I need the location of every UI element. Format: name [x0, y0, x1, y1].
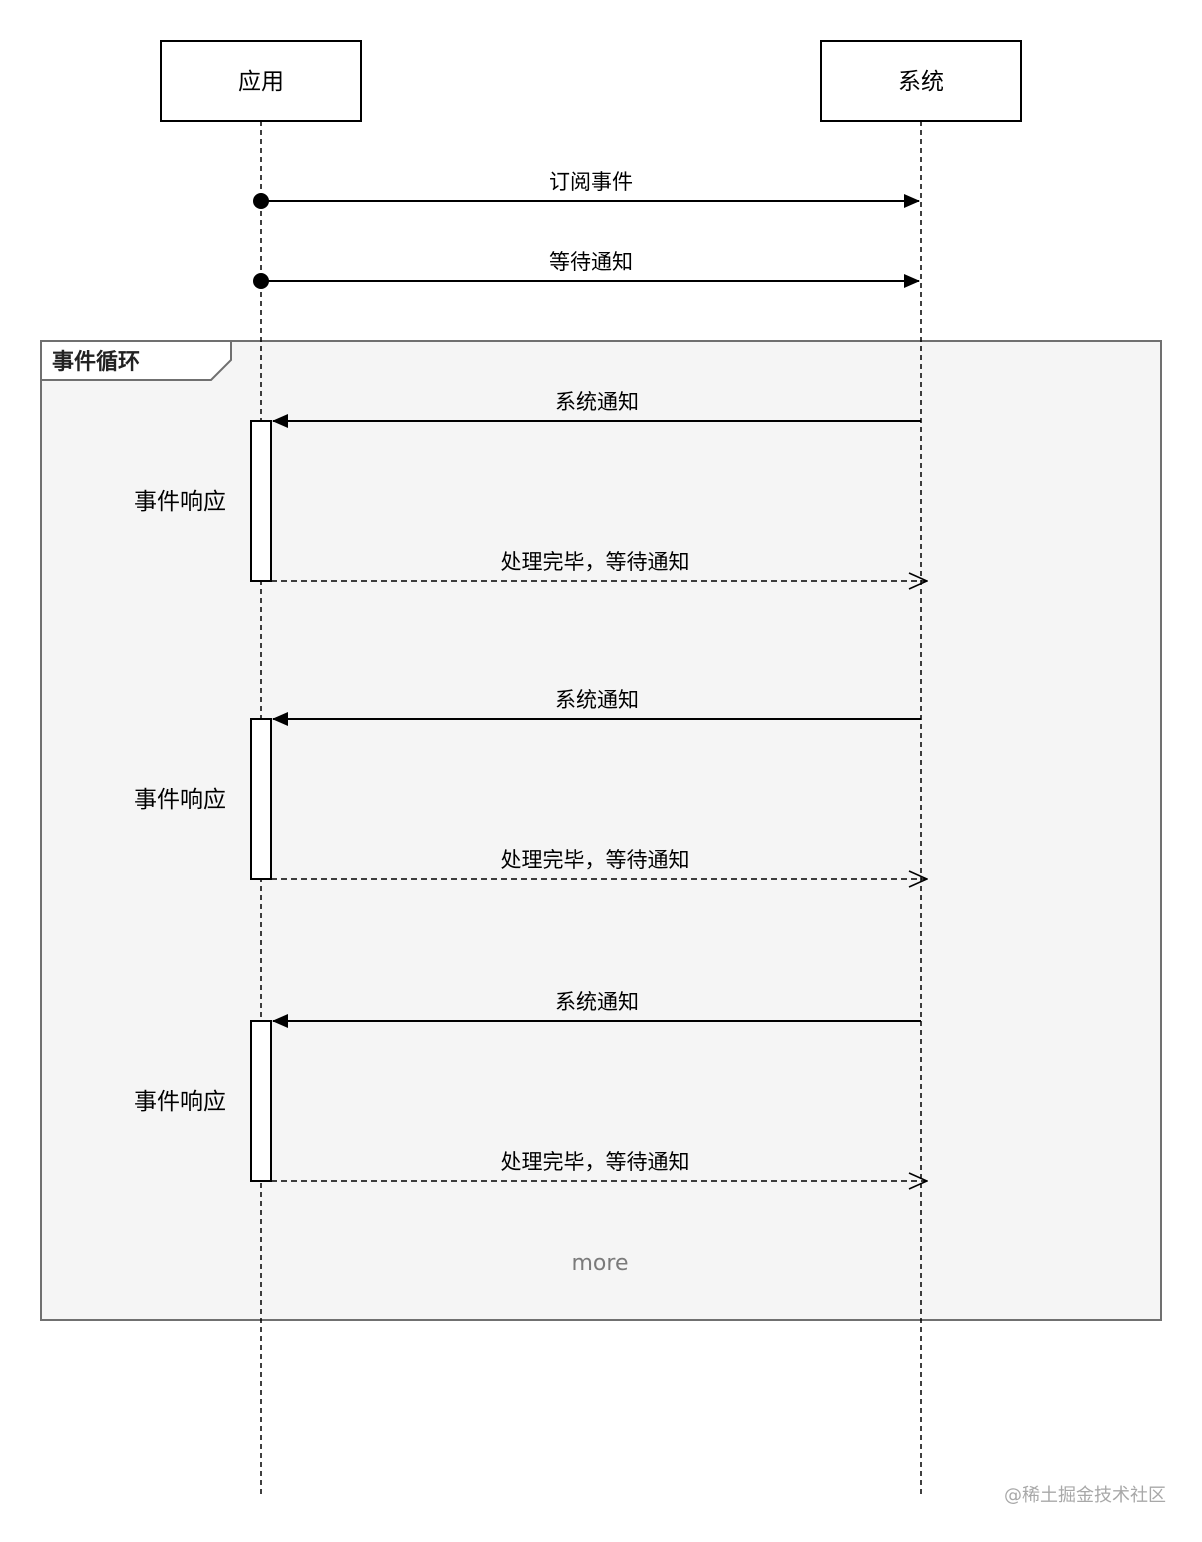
notify-label: 系统通知 [555, 688, 639, 712]
activation-bar [250, 718, 272, 880]
activation-bar [250, 420, 272, 582]
actor-app-label: 应用 [238, 69, 284, 95]
message-subscribe-label: 订阅事件 [549, 170, 633, 194]
message-subscribe: 订阅事件 [253, 170, 920, 209]
message-wait: 等待通知 [253, 250, 920, 289]
notify-label: 系统通知 [555, 990, 639, 1014]
loop-iteration: 系统通知 事件响应 处理完毕，等待通知 [134, 990, 927, 1181]
more-label: more [572, 1251, 629, 1276]
reply-label: 处理完毕，等待通知 [501, 1150, 690, 1174]
actor-system-label: 系统 [898, 69, 944, 95]
loop-frame: 事件循环 [40, 340, 1162, 1321]
loop-frame-box [40, 340, 1162, 1321]
notify-label: 系统通知 [555, 390, 639, 414]
watermark: @稀土掘金技术社区 [1004, 1485, 1166, 1506]
reply-label: 处理完毕，等待通知 [501, 848, 690, 872]
actor-system-box [820, 40, 1022, 122]
actor-app: 应用 [160, 40, 362, 122]
activation-bar [250, 1020, 272, 1182]
activation-label: 事件响应 [134, 489, 226, 515]
activation-label: 事件响应 [134, 1089, 226, 1115]
actor-app-box [160, 40, 362, 122]
reply-label: 处理完毕，等待通知 [501, 550, 690, 574]
activation-label: 事件响应 [134, 787, 226, 813]
actor-system: 系统 [820, 40, 1022, 122]
loop-frame-tab [40, 340, 232, 381]
message-wait-label: 等待通知 [549, 250, 633, 274]
loop-iteration: 系统通知 事件响应 处理完毕，等待通知 [134, 390, 927, 581]
loop-frame-title: 事件循环 [52, 349, 140, 375]
loop-iteration: 系统通知 事件响应 处理完毕，等待通知 [134, 688, 927, 879]
